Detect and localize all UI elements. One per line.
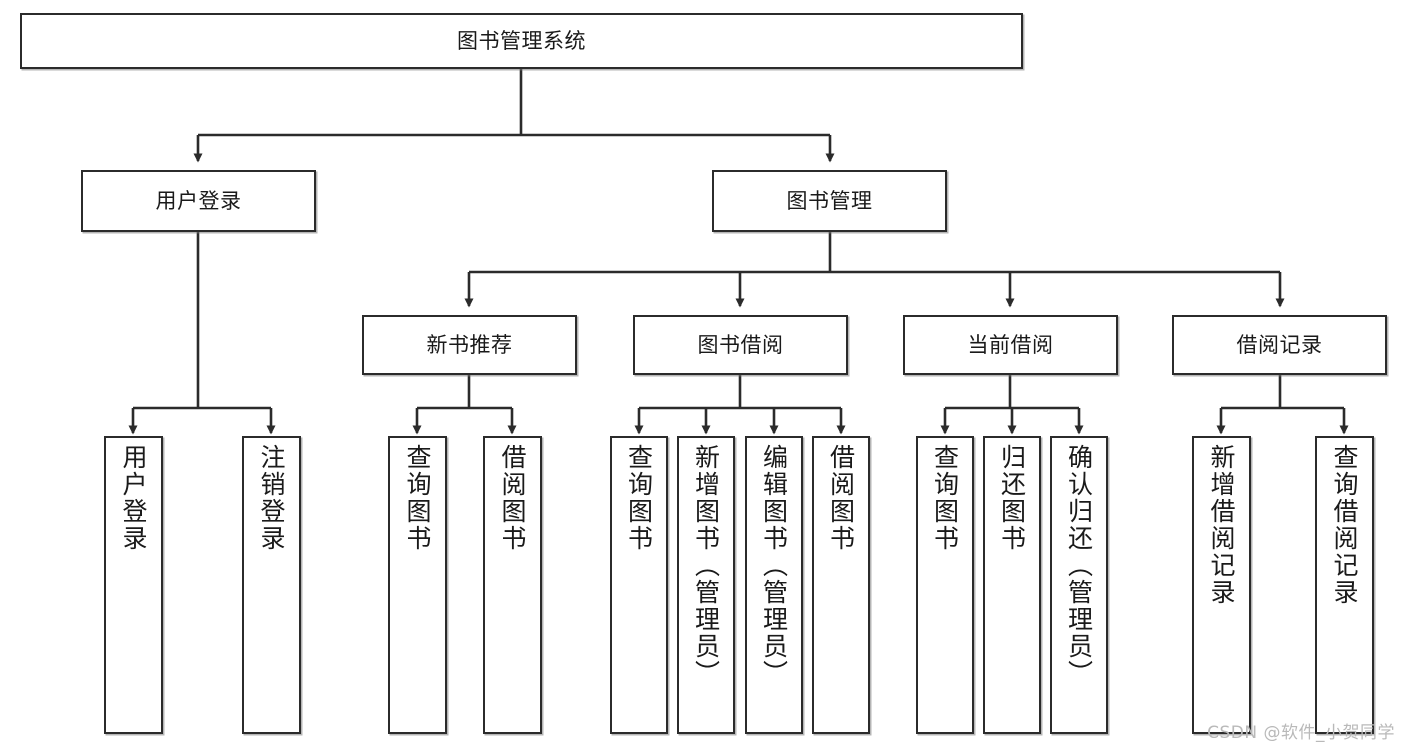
node-label: 图书管理 <box>786 188 873 213</box>
node-label: 查询图书 <box>403 444 432 552</box>
node-label: 用户登录 <box>155 188 242 213</box>
node-label: 查询借阅记录 <box>1330 444 1359 606</box>
leaf-current-borrow-query[interactable]: 查询图书 <box>916 436 974 734</box>
leaf-current-borrow-return[interactable]: 归还图书 <box>983 436 1041 734</box>
leaf-new-book-borrow[interactable]: 借阅图书 <box>483 436 542 734</box>
leaf-new-book-query[interactable]: 查询图书 <box>388 436 447 734</box>
node-label: 新增图书（管理员） <box>691 444 721 687</box>
leaf-book-borrow-borrow[interactable]: 借阅图书 <box>812 436 870 734</box>
node-label: 编辑图书（管理员） <box>759 444 789 687</box>
node-label: 用户登录 <box>119 444 148 552</box>
node-root-system[interactable]: 图书管理系统 <box>20 13 1023 69</box>
node-label: 查询图书 <box>930 444 960 552</box>
node-label: 查询图书 <box>624 444 654 552</box>
node-label: 借阅记录 <box>1236 332 1323 357</box>
node-borrow-record[interactable]: 借阅记录 <box>1172 315 1387 375</box>
node-label: 借阅图书 <box>498 444 527 552</box>
node-book-management[interactable]: 图书管理 <box>712 170 947 232</box>
leaf-user-login-login[interactable]: 用户登录 <box>104 436 163 734</box>
watermark-text: CSDN @软件_小贺同学 <box>1207 723 1395 743</box>
node-user-login[interactable]: 用户登录 <box>81 170 316 232</box>
leaf-book-borrow-edit[interactable]: 编辑图书（管理员） <box>745 436 803 734</box>
leaf-book-borrow-add[interactable]: 新增图书（管理员） <box>677 436 735 734</box>
node-label: 图书管理系统 <box>457 28 586 53</box>
leaf-user-login-logout[interactable]: 注销登录 <box>242 436 301 734</box>
node-label: 借阅图书 <box>826 444 856 552</box>
node-label: 归还图书 <box>997 444 1027 552</box>
node-label: 注销登录 <box>257 444 286 552</box>
node-label: 图书借阅 <box>697 332 784 357</box>
node-label: 新增借阅记录 <box>1207 444 1236 606</box>
node-new-book-recommend[interactable]: 新书推荐 <box>362 315 577 375</box>
leaf-borrow-record-query[interactable]: 查询借阅记录 <box>1315 436 1374 734</box>
leaf-book-borrow-query[interactable]: 查询图书 <box>610 436 668 734</box>
node-current-borrow[interactable]: 当前借阅 <box>903 315 1118 375</box>
leaf-borrow-record-add[interactable]: 新增借阅记录 <box>1192 436 1251 734</box>
node-label: 当前借阅 <box>967 332 1054 357</box>
node-label: 确认归还（管理员） <box>1064 444 1094 687</box>
node-label: 新书推荐 <box>426 332 513 357</box>
node-book-borrow[interactable]: 图书借阅 <box>633 315 848 375</box>
leaf-current-borrow-confirm-return[interactable]: 确认归还（管理员） <box>1050 436 1108 734</box>
